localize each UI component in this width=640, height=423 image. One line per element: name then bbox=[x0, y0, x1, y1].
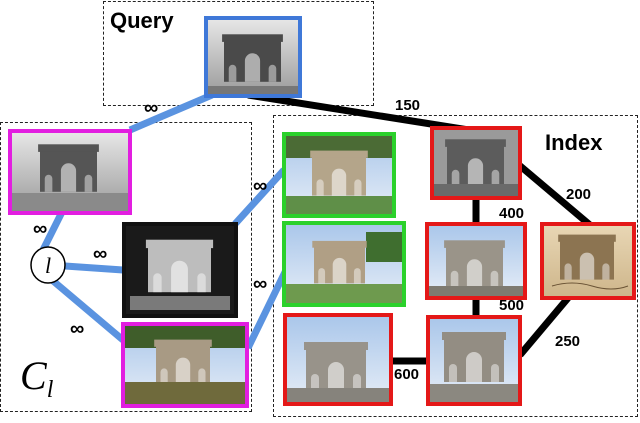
index-photo-3 bbox=[540, 222, 636, 300]
infinity-cluster-retrieved2: ∞ bbox=[253, 273, 268, 295]
query-photo bbox=[204, 16, 302, 98]
infinity-node-photo2: ∞ bbox=[93, 243, 108, 265]
weight-150: 150 bbox=[395, 97, 421, 114]
edge-node-photo1 bbox=[39, 210, 66, 252]
edge-query-cluster bbox=[128, 91, 214, 134]
cluster-node-label: l bbox=[45, 253, 51, 278]
index-label: Index bbox=[545, 130, 603, 155]
index-region bbox=[273, 115, 638, 417]
cluster-label-main: C bbox=[20, 353, 47, 398]
cluster-label-subscript: l bbox=[46, 377, 54, 403]
edge-cluster-retrieved2 bbox=[244, 268, 290, 350]
cluster-photo-3 bbox=[121, 322, 249, 408]
weight-250: 250 bbox=[555, 333, 581, 350]
edge-index-3-4 bbox=[517, 295, 571, 358]
cluster-region bbox=[0, 122, 252, 412]
infinity-node-photo3: ∞ bbox=[70, 318, 85, 340]
index-photo-4 bbox=[426, 315, 522, 406]
index-photo-2 bbox=[425, 222, 527, 300]
query-region bbox=[103, 1, 374, 106]
cluster-photo-1 bbox=[8, 129, 132, 215]
retrieved-photo-2 bbox=[282, 221, 406, 307]
query-label: Query bbox=[110, 8, 174, 33]
weight-200: 200 bbox=[566, 186, 592, 203]
weight-400: 400 bbox=[499, 205, 525, 222]
edge-query-index bbox=[247, 91, 476, 135]
infinity-node-photo1: ∞ bbox=[33, 218, 48, 240]
edge-node-photo3 bbox=[49, 277, 126, 343]
cluster-photo-2 bbox=[122, 222, 238, 318]
edge-index-1-3 bbox=[516, 162, 593, 228]
weight-600: 600 bbox=[394, 366, 420, 383]
index-photo-1 bbox=[430, 126, 522, 200]
cluster-node bbox=[30, 246, 66, 284]
retrieved-photo-1 bbox=[282, 132, 396, 218]
index-photo-5 bbox=[283, 313, 393, 406]
infinity-cluster-retrieved1: ∞ bbox=[253, 175, 268, 197]
infinity-query-cluster: ∞ bbox=[144, 97, 159, 119]
edge-node-photo2 bbox=[64, 262, 124, 274]
cluster-label: Cl bbox=[20, 352, 53, 404]
edge-cluster-retrieved1 bbox=[232, 167, 287, 227]
weight-500: 500 bbox=[499, 297, 525, 314]
